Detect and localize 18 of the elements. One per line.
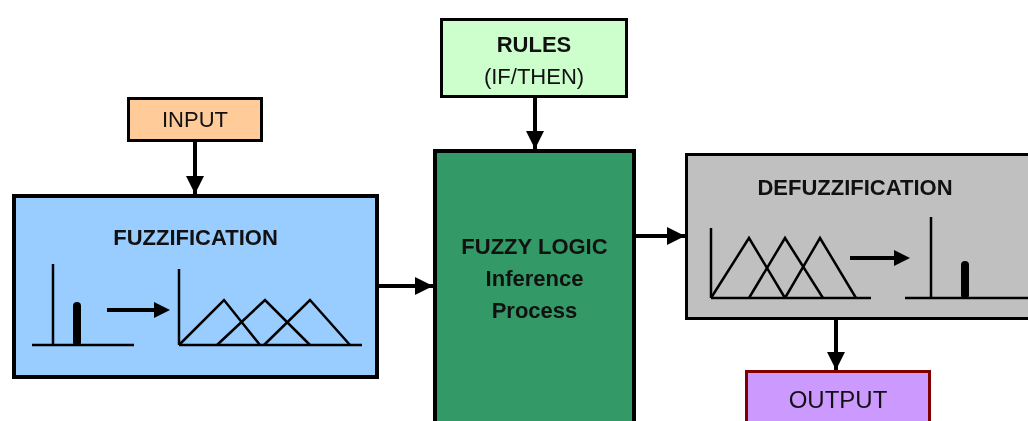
output-box xyxy=(745,370,931,421)
node-title: INPUT xyxy=(162,105,228,134)
node-title: FUZZY LOGIC Inference Process xyxy=(460,233,609,325)
node-title: RULES xyxy=(496,31,572,60)
process-box xyxy=(433,149,636,421)
rules-box xyxy=(440,18,628,98)
process-box xyxy=(685,153,1028,320)
node-title: FUZZIFICATION xyxy=(113,224,278,252)
node-title: DEFUZZIFICATION xyxy=(757,174,953,202)
node-subtitle: (IF/THEN) xyxy=(483,63,585,91)
arrow xyxy=(526,98,544,149)
arrow xyxy=(636,227,685,245)
arrow xyxy=(379,277,433,295)
input-box xyxy=(127,97,263,142)
process-box xyxy=(12,194,379,379)
arrow xyxy=(186,142,204,194)
node-title: OUTPUT xyxy=(788,385,888,415)
arrow xyxy=(827,320,845,370)
